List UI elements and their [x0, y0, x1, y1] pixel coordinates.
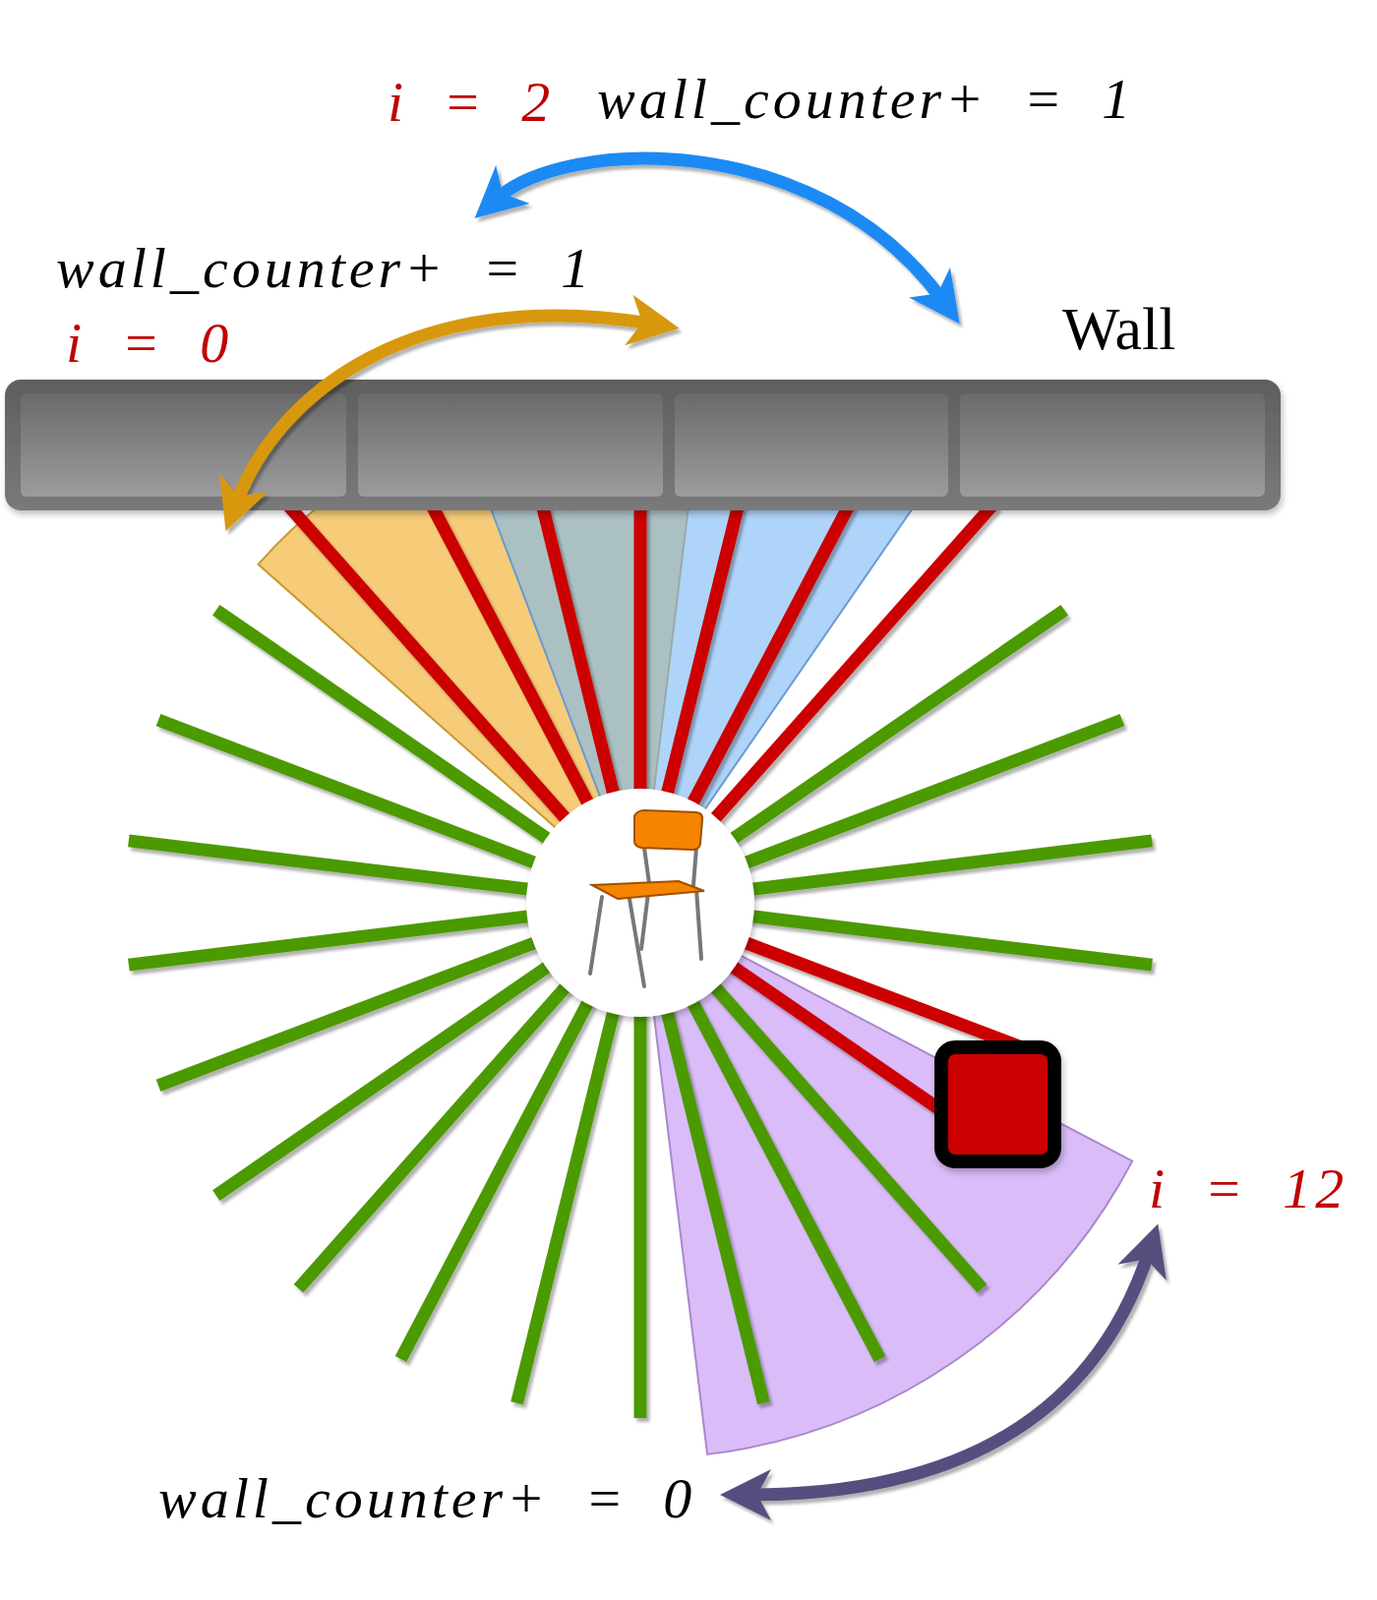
wall-label: Wall	[1062, 298, 1177, 360]
wall-panel	[674, 393, 949, 497]
chair-leg	[629, 898, 645, 987]
index-label: i = 0	[65, 314, 233, 372]
index-label: i = 12	[1148, 1160, 1348, 1218]
counter-label: wall_counter+ = 1	[597, 70, 1135, 128]
chair-leg	[590, 897, 602, 974]
window-shift-arrow	[496, 158, 943, 300]
wall-frame	[4, 379, 1281, 511]
sensor-rays	[128, 503, 1152, 1419]
wall-panel	[959, 393, 1265, 497]
chair-post	[693, 847, 697, 886]
index-label: i = 2	[387, 73, 554, 131]
robot-circle	[526, 788, 755, 1018]
chair-illustration	[590, 810, 705, 987]
chair-legs	[590, 847, 702, 987]
counter-label: wall_counter+ = 1	[56, 239, 594, 298]
window-span-arrow	[236, 315, 651, 504]
double-arrows	[236, 158, 1149, 1496]
window-wedges	[258, 392, 1134, 1455]
obstacle-square	[941, 1047, 1055, 1162]
counter-label: wall_counter+ = 0	[158, 1470, 696, 1528]
wall-node: Wall	[4, 379, 1281, 511]
window-span-arrow	[749, 1252, 1149, 1496]
wall-bar	[4, 379, 1281, 511]
wall-panel	[358, 393, 663, 497]
chair-back	[634, 810, 703, 850]
chair-seat	[592, 881, 705, 899]
chair-post	[644, 847, 650, 884]
wall-panel	[20, 393, 347, 497]
chair-leg	[696, 889, 702, 959]
